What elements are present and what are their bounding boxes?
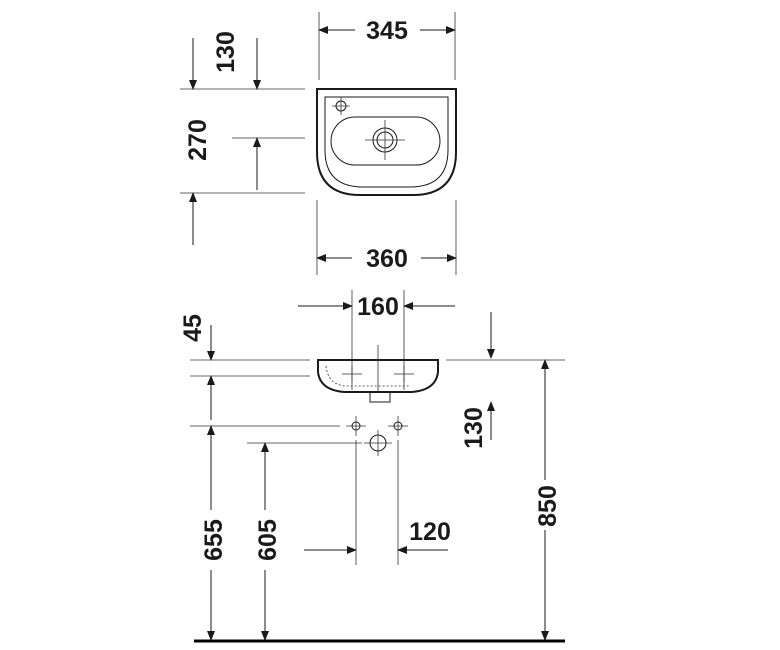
dim-waste-offset: 130: [460, 407, 488, 449]
basin-plan-outline: [316, 88, 457, 196]
supply-right-icon: [388, 416, 408, 436]
supply-left-icon: [346, 416, 366, 436]
dim-depth: 270: [184, 119, 212, 161]
waste-outlet-icon: [364, 430, 392, 456]
dim-top-width: 345: [366, 17, 408, 45]
dim-bottom-width: 360: [366, 245, 408, 273]
dim-top-offset: 130: [212, 31, 240, 73]
dim-waste-spacing: 120: [409, 518, 451, 546]
dim-waste-height: 605: [254, 519, 282, 561]
basin-front-outline: [317, 359, 439, 393]
tap-left-icon: [342, 366, 362, 382]
dim-supply-height: 655: [200, 519, 228, 561]
bowl-plan: [330, 116, 441, 166]
front-elevation: 160 45 850 130: [179, 290, 565, 643]
tap-right-icon: [394, 366, 414, 382]
dim-tap-spacing: 160: [357, 293, 399, 321]
dim-rim-height: 45: [179, 314, 207, 342]
dim-total-height: 850: [534, 485, 562, 527]
waste-stub: [369, 391, 391, 403]
tap-hole-icon: [332, 97, 350, 115]
basin-plan-inner: [324, 96, 449, 188]
plan-view: 345 130 270 360: [180, 12, 457, 275]
